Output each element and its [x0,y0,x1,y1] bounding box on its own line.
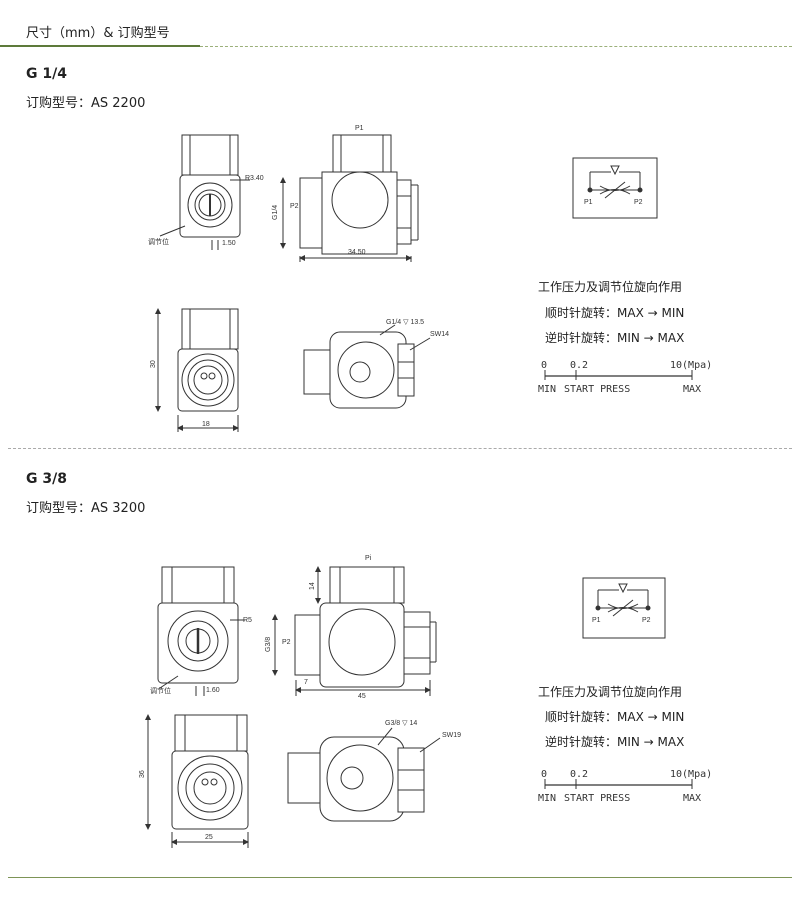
s1-info-title: 工作压力及调节位旋向作用 [538,280,683,294]
s1-info-cw: 顺时针旋转：MAX → MIN [545,306,685,320]
section-1-title: G 1/4 [26,66,67,82]
s1-scale-0: 0 [541,360,547,371]
footer-rule [8,877,792,878]
s1-width-label: 18 [202,421,210,428]
s2-g-label: G3/8 [265,637,272,652]
section-separator [8,448,792,449]
section-1-drawings: R3.40 调节位 1.50 P1 P2 G1/4 34.50 30 18 G1… [148,125,712,432]
s1-p1-label: P1 [355,125,364,132]
s1-sw-label: SW14 [430,331,449,338]
s2-p2-label: P2 [282,639,291,646]
s1-dim-radius: R3.40 [245,175,264,182]
header-dashed-rule [200,46,792,47]
s2-symbol-p1: P1 [592,617,601,624]
s1-height-label: 30 [150,360,157,368]
s2-dim-adjust: 调节位 [150,686,171,695]
s2-len-label: 45 [358,693,366,700]
s2-thread-label: G3/8 ▽ 14 [385,720,417,727]
s2-scale-start: START PRESS [564,793,630,804]
s1-scale-min: MIN [538,384,556,395]
s2-scale-min: MIN [538,793,556,804]
s2-info-ccw: 逆时针旋转：MIN → MAX [545,735,685,749]
s2-height-label: 36 [139,770,146,778]
s2-symbol-p2: P2 [642,617,651,624]
s1-side-nut [396,179,412,245]
section-1-order: 订购型号：AS 2200 [26,96,146,111]
s1-p2-label: P2 [290,203,299,210]
s1-scale-02: 0.2 [570,360,588,371]
section-2-drawings: R5 调节位 1.60 Pi P2 G3/8 14 7 45 36 25 G3/… [139,555,712,848]
s2-info-title: 工作压力及调节位旋向作用 [538,685,683,699]
s2-sw-label: SW19 [442,732,461,739]
s1-front-ring [187,182,233,228]
s2-dim-radius: R5 [243,617,252,624]
s2-dim-14: 14 [309,582,316,590]
s1-side-body [321,171,398,255]
s2-width-label: 25 [205,834,213,841]
s2-dim-7: 7 [304,679,308,686]
page-title: 尺寸（mm）& 订购型号 [26,26,170,41]
s1-scale-max: MAX [683,384,701,395]
s1-info-ccw: 逆时针旋转：MIN → MAX [545,331,685,345]
s1-symbol-p1: P1 [584,199,593,206]
s2-scale-0: 0 [541,769,547,780]
s2-info-cw: 顺时针旋转：MAX → MIN [545,710,685,724]
s1-scale-start: START PRESS [564,384,630,395]
s2-scale-10: 10(Mpa) [670,769,712,780]
s1-g-label: G1/4 [272,205,279,220]
s1-front-top-port [181,134,239,176]
s1-scale-10: 10(Mpa) [670,360,712,371]
s2-p1-label: Pi [365,555,372,562]
s2-dim-160: 1.60 [206,687,220,694]
s1-top-view-port [181,308,239,350]
s2-scale-02: 0.2 [570,769,588,780]
section-2-title: G 3/8 [26,471,67,487]
s1-thread-label: G1/4 ▽ 13.5 [386,319,424,326]
s1-symbol-p2: P2 [634,199,643,206]
s1-dim-adjust: 调节位 [148,237,169,246]
s1-len-label: 34.50 [348,249,366,256]
s1-side-top-port [332,134,392,176]
s1-dim-150: 1.50 [222,240,236,247]
header-rule [0,45,200,47]
section-2-order: 订购型号：AS 3200 [26,501,146,516]
s2-scale-max: MAX [683,793,701,804]
